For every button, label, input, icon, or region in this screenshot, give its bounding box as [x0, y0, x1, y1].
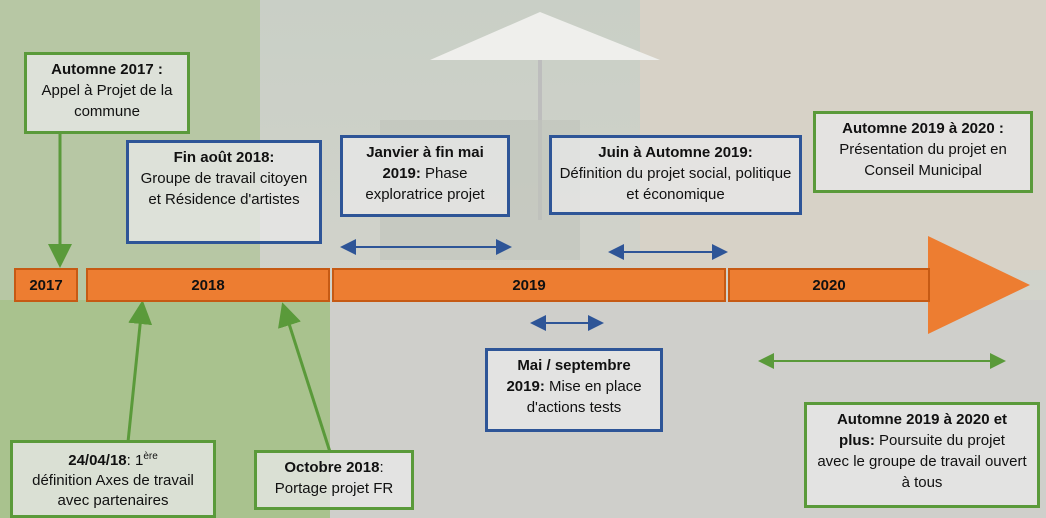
connector-b7	[126, 300, 153, 443]
year-2020: 2020	[728, 268, 930, 302]
timeline-arrowhead	[928, 236, 1030, 334]
event-autumn-2019-2020: Automne 2019 à 2020 :Présentation du pro…	[813, 111, 1033, 193]
event-autumn-2017: Automne 2017 :Appel à Projet de la commu…	[24, 52, 190, 134]
event-june-autumn-2019: Juin à Automne 2019:Définition du projet…	[549, 135, 802, 215]
event-october-2018: Octobre 2018:Portage projet FR	[254, 450, 414, 510]
year-2019: 2019	[332, 268, 726, 302]
year-2017: 2017	[14, 268, 78, 302]
event-end-august-2018: Fin août 2018:Groupe de travail citoyen …	[126, 140, 322, 244]
connector-b8	[278, 302, 332, 453]
year-2018: 2018	[86, 268, 330, 302]
